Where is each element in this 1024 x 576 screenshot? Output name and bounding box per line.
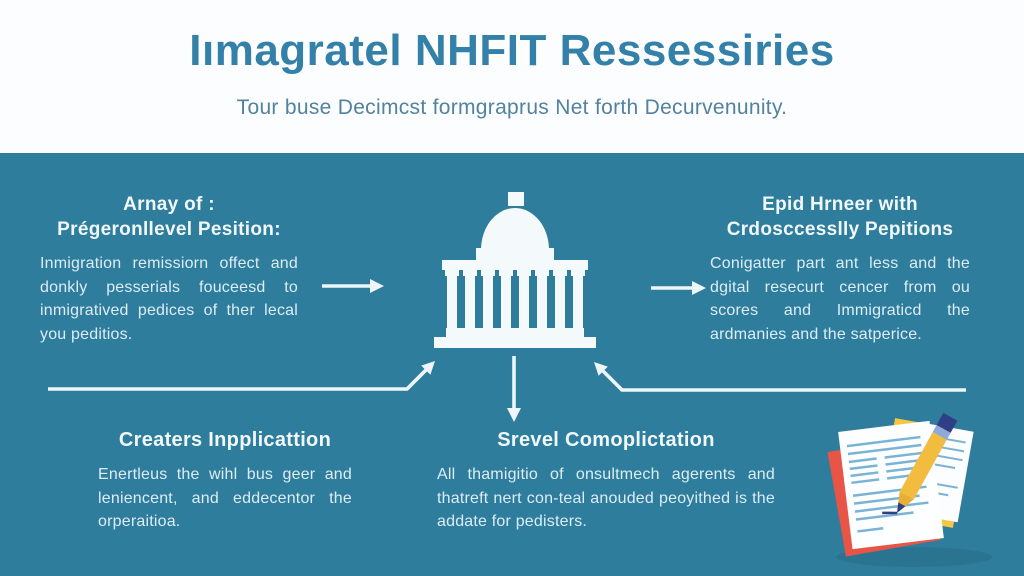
- block-heading: Arnay of : Prégeronllevel Pesition:: [57, 194, 281, 240]
- arrow-down-icon: [507, 356, 521, 422]
- block-body: Inmigration remissiorn offect and donkly…: [40, 255, 298, 343]
- documents-and-pencil-illustration: [827, 412, 992, 567]
- arrow-right-icon: [322, 279, 384, 293]
- header: Iımagratel NHFIT Ressessiries Tour buse …: [0, 0, 1024, 153]
- text-block-bottom-center: Srevel Comoplictation All thamigitio of …: [437, 428, 775, 534]
- page-subtitle: Tour buse Decimcst formgraprus Net forth…: [236, 96, 788, 119]
- block-body: All thamigitio of onsultmech agerents an…: [437, 466, 775, 530]
- arrow-up-right-icon: [48, 361, 435, 391]
- pencil-icon: [882, 412, 958, 515]
- page-title: Iımagratel NHFIT Ressessiries: [189, 26, 835, 75]
- arrow-up-left-icon: [594, 362, 966, 392]
- block-heading: Epid Hrneer with Crdosccesslly Pepitions: [726, 194, 954, 240]
- text-block-top-left: Arnay of : Prégeronllevel Pesition: Inmi…: [40, 192, 298, 346]
- capitol-building-icon: [434, 192, 596, 348]
- arrow-right-icon: [651, 281, 706, 295]
- block-body: Conigatter part ant less and the dgital …: [710, 255, 970, 343]
- block-body: Enertleus the wihl bus geer and lenience…: [98, 466, 352, 530]
- text-block-top-right: Epid Hrneer with Crdosccesslly Pepitions…: [710, 192, 970, 346]
- block-heading: Creaters Inpplicattion: [118, 429, 332, 451]
- block-heading: Srevel Comoplictation: [497, 429, 715, 451]
- text-block-bottom-left: Creaters Inpplicattion Enertleus the wih…: [98, 428, 352, 534]
